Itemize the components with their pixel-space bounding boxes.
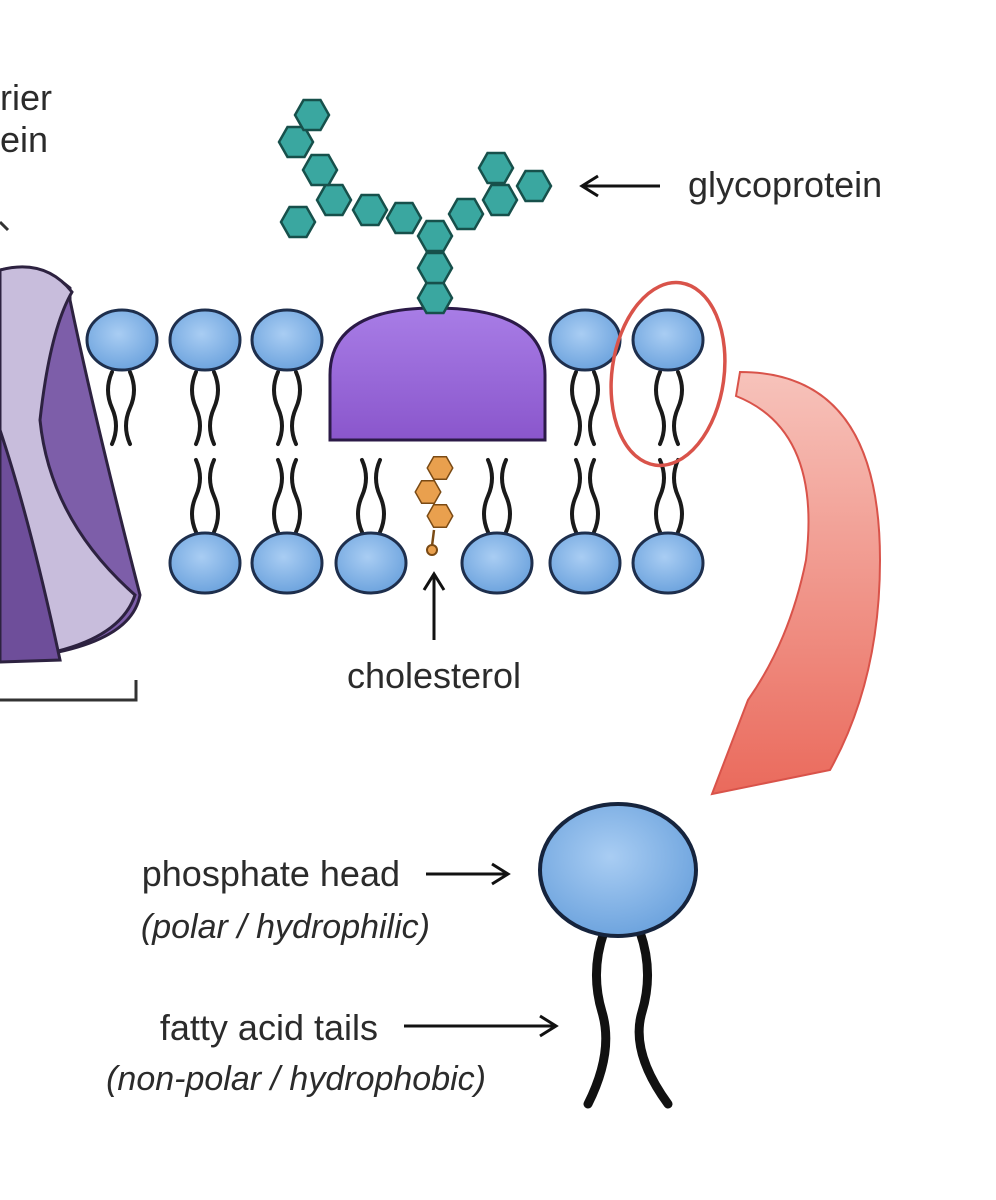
lower-phospholipid-layer xyxy=(168,458,705,595)
carrier-label-line2: ein xyxy=(0,119,48,160)
phospholipid xyxy=(334,458,408,595)
phospholipid xyxy=(631,458,705,595)
phospholipid xyxy=(250,458,324,595)
cholesterol-molecule xyxy=(414,456,454,556)
glycoprotein-label: glycoprotein xyxy=(688,164,882,205)
phospholipid xyxy=(460,458,534,595)
carrier-protein xyxy=(0,220,142,702)
fatty-acid-tails-label: fatty acid tails xyxy=(160,1007,378,1048)
carrier-label-line1: rier xyxy=(0,77,52,118)
phospholipid xyxy=(168,308,242,446)
phosphate-head-label: phosphate head xyxy=(142,853,400,894)
glycoprotein-chain xyxy=(277,98,553,315)
phospholipid xyxy=(250,308,324,446)
phospholipid xyxy=(168,458,242,595)
zoom-arrow xyxy=(710,370,882,796)
fatty-acid-tails-note: (non-polar / hydrophobic) xyxy=(106,1060,486,1098)
phospholipid xyxy=(548,308,622,446)
phospholipid xyxy=(548,458,622,595)
enlarged-phospholipid xyxy=(538,802,698,1109)
phospholipid-highlighted xyxy=(631,308,705,446)
right-arrow-icon xyxy=(404,1014,559,1038)
phosphate-head xyxy=(538,802,698,938)
highlight-circle xyxy=(609,280,727,468)
left-arrow-icon xyxy=(579,174,660,198)
phosphate-head-note: (polar / hydrophilic) xyxy=(141,908,430,946)
membrane-protein xyxy=(328,306,547,442)
upper-phospholipid-layer xyxy=(85,308,705,446)
cholesterol-label: cholesterol xyxy=(347,655,521,696)
phospholipid xyxy=(85,308,159,446)
right-arrow-icon xyxy=(426,862,511,886)
up-arrow-icon xyxy=(422,571,446,640)
